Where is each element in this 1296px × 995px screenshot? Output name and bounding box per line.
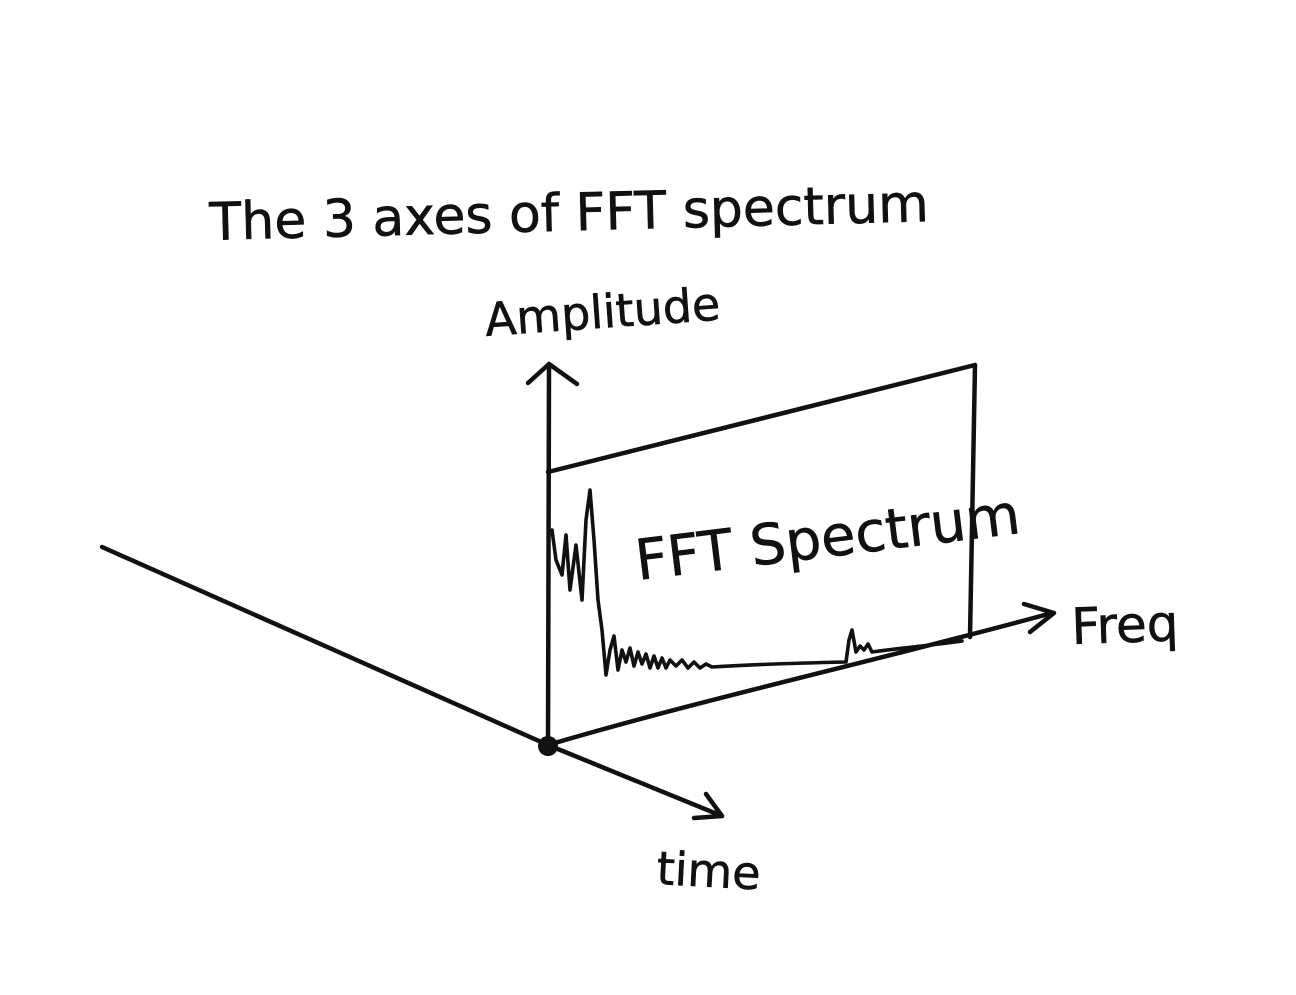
origin-dot — [538, 736, 558, 756]
freq-axis-line — [545, 610, 1055, 748]
time-axis-line — [545, 742, 725, 819]
freq-axis-label: Freq — [1070, 594, 1179, 656]
amplitude-axis-arrowhead — [525, 361, 580, 387]
freq-axis — [545, 601, 1057, 748]
diagram-title: The 3 axes of FFT spectrum — [208, 174, 930, 253]
amplitude-axis-label: Amplitude — [483, 277, 722, 347]
amplitude-axis-line — [545, 365, 552, 748]
time-axis-arrowhead — [691, 791, 725, 821]
time-axis-back-line — [99, 544, 551, 748]
time-axis — [545, 742, 725, 821]
spectrum-panel-top-edge — [545, 362, 978, 475]
time-axis-label: time — [655, 841, 762, 900]
spectrum-panel — [545, 362, 978, 640]
spectrum-panel-right-edge — [967, 362, 978, 640]
freq-axis-arrowhead — [1021, 601, 1057, 635]
spectrum-panel-label: FFT Spectrum — [632, 482, 1024, 594]
amplitude-axis — [525, 361, 580, 748]
spectrum-trace — [550, 488, 964, 677]
